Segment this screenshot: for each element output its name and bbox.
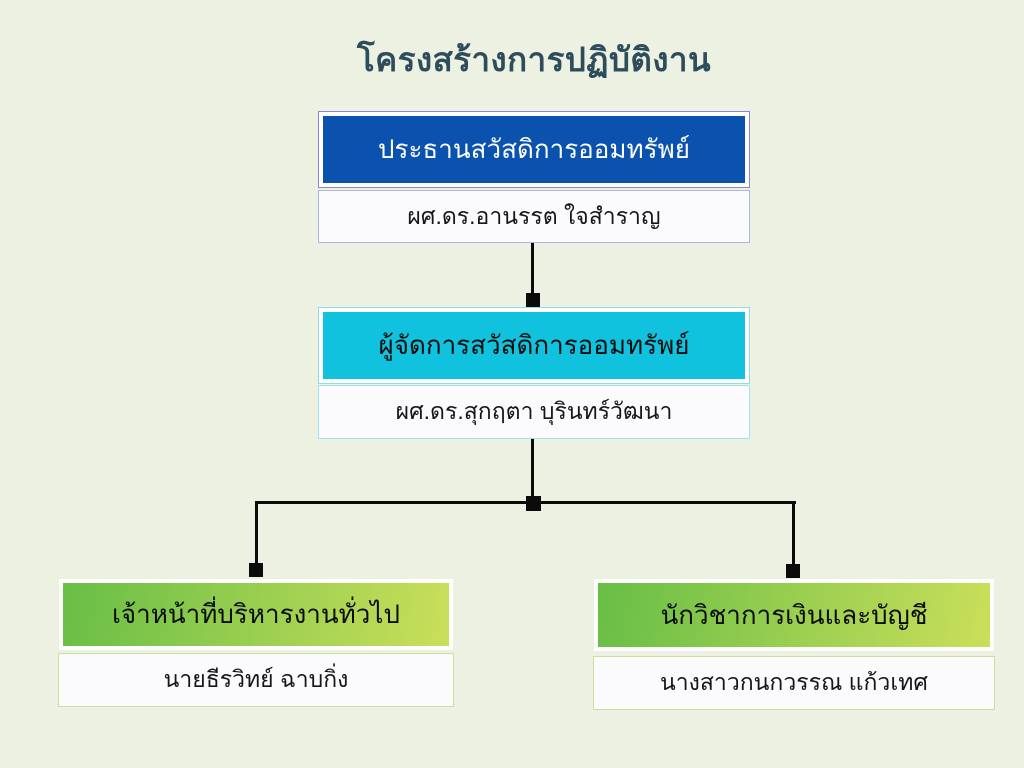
org-node-chairman-header: ประธานสวัสดิการออมทรัพย์ xyxy=(318,111,750,188)
org-node-chairman-role: ประธานสวัสดิการออมทรัพย์ xyxy=(323,116,745,183)
connector-left-drop-line xyxy=(255,503,258,565)
org-node-manager-person: ผศ.ดร.สุกฤตา บุรินทร์วัฒนา xyxy=(318,385,750,439)
connector-left-endpoint xyxy=(249,563,263,577)
connector-chairman-manager-endpoint xyxy=(526,293,540,307)
org-node-manager-role: ผู้จัดการสวัสดิการออมทรัพย์ xyxy=(323,312,745,379)
org-node-finance-accounting-role: นักวิชาการเงินและบัญชี xyxy=(598,583,990,647)
org-node-finance-accounting-header: นักวิชาการเงินและบัญชี xyxy=(593,578,995,652)
org-node-general-admin-person: นายธีรวิทย์ ฉาบกิ่ง xyxy=(58,653,454,707)
connector-branch-horizontal-line xyxy=(255,501,796,504)
connector-right-drop-line xyxy=(792,503,795,566)
connector-branch-junction-square xyxy=(526,496,541,511)
connector-manager-stem-line xyxy=(531,439,534,501)
org-node-general-admin-header: เจ้าหน้าที่บริหารงานทั่วไป xyxy=(58,578,454,651)
connector-chairman-manager-line xyxy=(531,243,534,295)
connector-right-endpoint xyxy=(786,564,800,578)
org-node-manager-header: ผู้จัดการสวัสดิการออมทรัพย์ xyxy=(318,307,750,384)
org-node-finance-accounting-person: นางสาวกนกวรรณ แก้วเทศ xyxy=(593,656,995,710)
org-node-chairman-person: ผศ.ดร.อานรรต ใจสำราญ xyxy=(318,190,750,243)
org-node-general-admin-role: เจ้าหน้าที่บริหารงานทั่วไป xyxy=(63,583,449,646)
page-title: โครงสร้างการปฏิบัติงาน xyxy=(356,41,712,78)
